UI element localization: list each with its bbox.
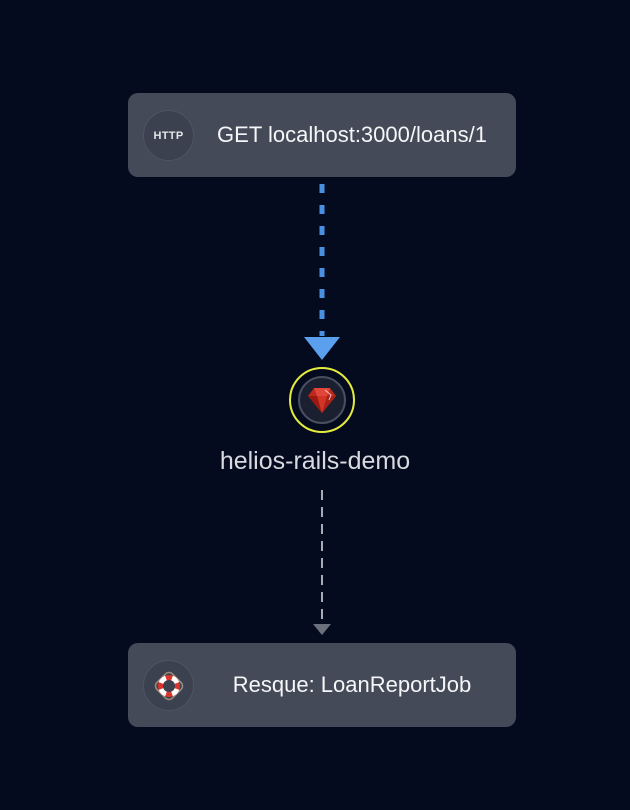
resque-job-label: Resque: LoanReportJob <box>232 672 472 697</box>
edge-http-to-service-arrowhead <box>304 337 340 360</box>
service-node[interactable] <box>289 367 355 433</box>
service-label: helios-rails-demo <box>219 447 411 475</box>
service-icon-container <box>298 376 346 424</box>
http-request-label: GET localhost:3000/loans/1 <box>217 122 487 147</box>
resque-job-node[interactable]: Resque: LoanReportJob <box>128 643 516 727</box>
ruby-gem-icon <box>308 388 336 413</box>
http-icon: HTTP <box>143 110 194 161</box>
lifebuoy-icon-container <box>143 660 194 711</box>
http-request-node[interactable]: HTTP GET localhost:3000/loans/1 <box>128 93 516 177</box>
lifebuoy-icon <box>154 671 183 700</box>
edge-service-to-resque-arrowhead <box>313 624 331 635</box>
